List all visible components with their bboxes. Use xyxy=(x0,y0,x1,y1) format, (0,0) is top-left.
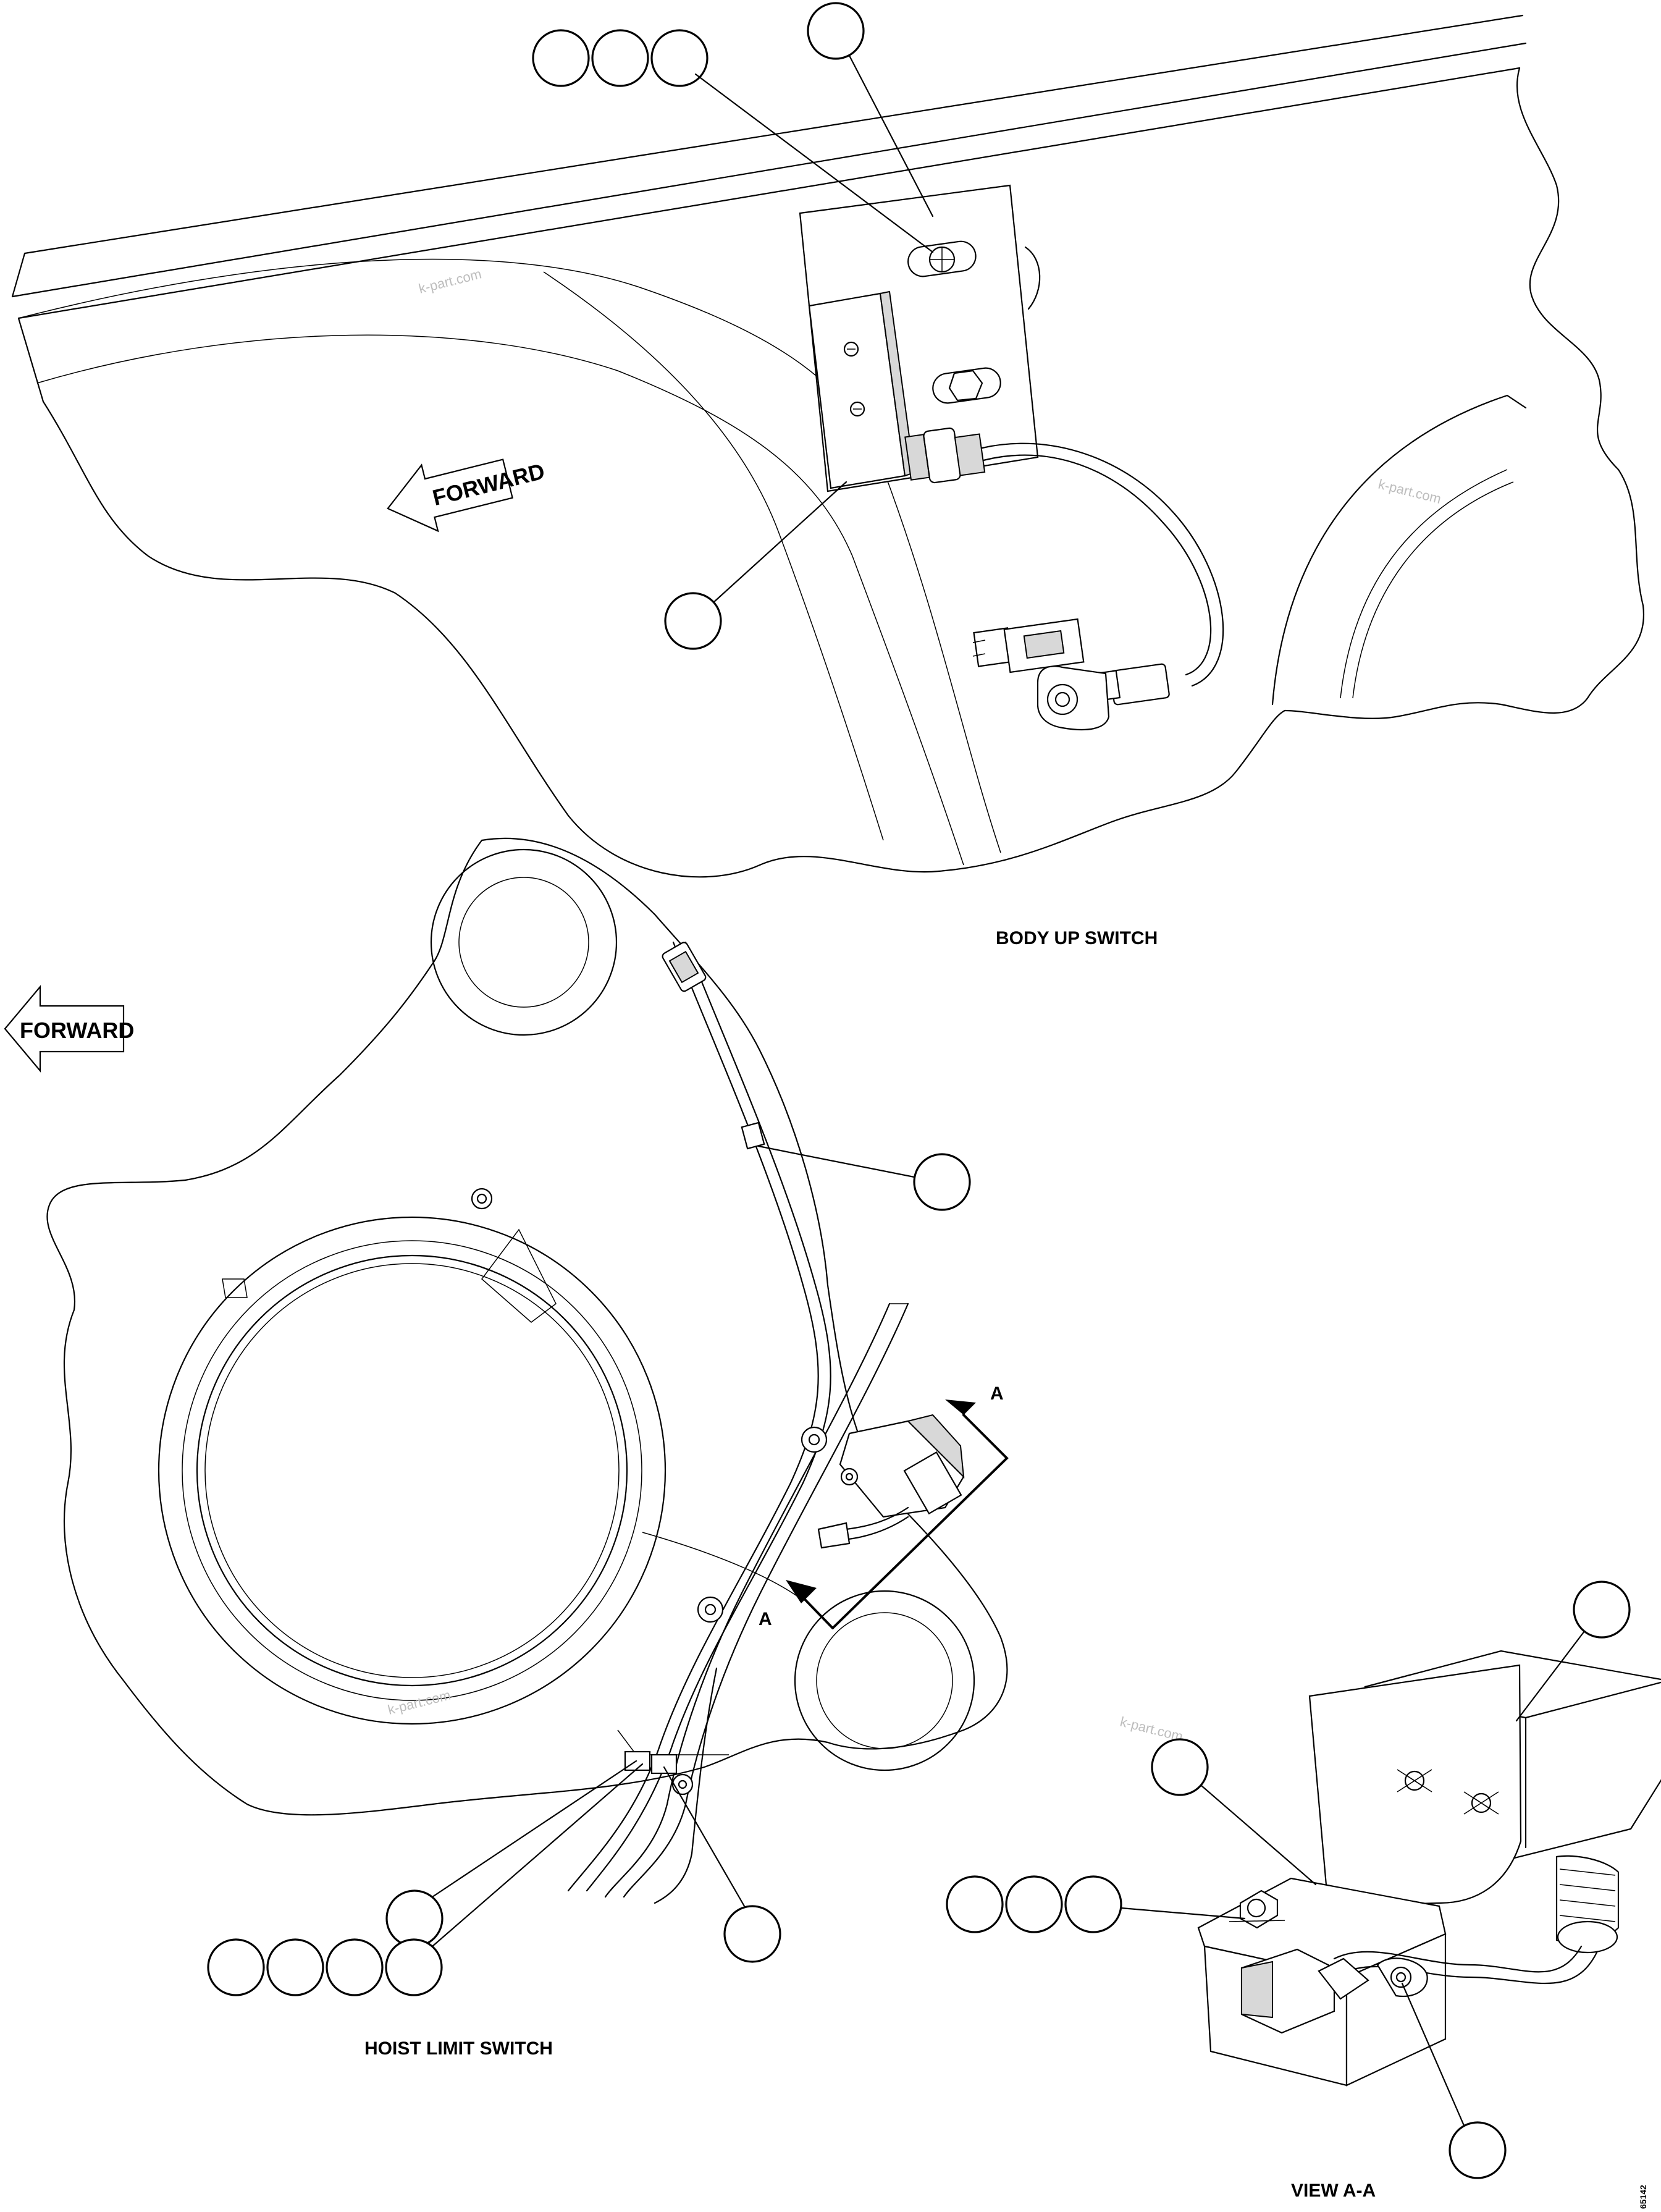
hoist-limit-switch-caption: HOIST LIMIT SWITCH xyxy=(364,2038,553,2059)
forward-arrow-top: FORWARD xyxy=(387,458,547,533)
body-up-switch-assembly xyxy=(799,184,1224,731)
frame-casting xyxy=(46,837,1008,1816)
view-aa-detail xyxy=(1197,1650,1661,2087)
body-up-switch-caption: BODY UP SWITCH xyxy=(996,928,1158,948)
callout-group-view xyxy=(946,1581,1631,2179)
watermark-top: k-part.com xyxy=(417,266,483,296)
figure-reference: 65142 xyxy=(1638,2185,1648,2209)
forward-label-left: FORWARD xyxy=(20,1018,134,1043)
body-frame-outline xyxy=(11,14,1645,878)
section-label-a-top: A xyxy=(990,1383,1004,1404)
section-arrows: A A xyxy=(759,1383,1009,1629)
callout-group-mid xyxy=(207,1145,971,1996)
watermark-right: k-part.com xyxy=(1377,476,1443,507)
forward-arrow-left: FORWARD xyxy=(4,984,134,1073)
callout-group-top xyxy=(532,2,934,650)
section-label-a-bottom: A xyxy=(759,1609,772,1629)
view-aa-caption: VIEW A-A xyxy=(1291,2180,1376,2201)
watermark-mid: k-part.com xyxy=(386,1687,452,1717)
hoist-harness xyxy=(567,941,965,1904)
